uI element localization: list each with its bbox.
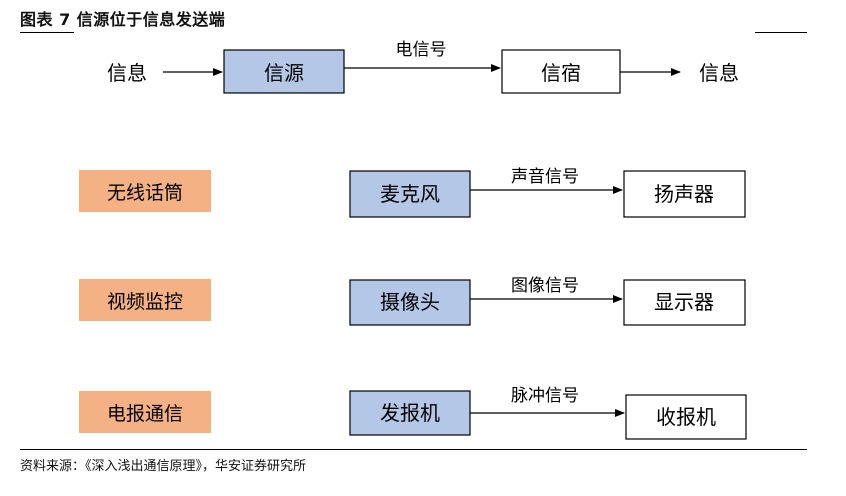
header-rule-right: [755, 32, 807, 33]
device-label-1: 麦克风: [380, 182, 440, 206]
receiver-label-3: 收报机: [656, 405, 716, 429]
source-note: 资料来源：《深入浅出通信原理》，华安证券研究所: [20, 459, 307, 474]
device-box-1: [349, 170, 471, 218]
device-label-2: 摄像头: [380, 290, 440, 314]
signal-label-3: 脉冲信号: [511, 386, 579, 406]
source-box-label: 信源: [264, 61, 304, 85]
title-underline: [20, 32, 74, 33]
sink-box-label: 信宿: [541, 61, 581, 85]
example-label-1: 无线话筒: [107, 182, 183, 204]
signal-label-2: 图像信号: [511, 276, 579, 296]
channel-label: 电信号: [396, 40, 447, 60]
example-label-3: 电报通信: [107, 403, 183, 425]
example-box-3: [79, 391, 211, 433]
receiver-label-2: 显示器: [654, 290, 714, 314]
receiver-box-2: [623, 279, 746, 326]
source-box: [223, 49, 345, 94]
example-label-2: 视频监控: [107, 291, 183, 313]
receiver-label-1: 扬声器: [654, 182, 714, 206]
top-output-label: 信息: [699, 61, 739, 85]
example-box-2: [79, 279, 211, 321]
receiver-box-3: [625, 394, 747, 440]
signal-label-1: 声音信号: [511, 167, 579, 187]
device-box-2: [349, 279, 471, 326]
top-input-label: 信息: [107, 61, 147, 85]
receiver-box-1: [623, 170, 746, 218]
figure-title: 图表 7 信源位于信息发送端: [20, 10, 226, 29]
footer-rule: [20, 449, 807, 450]
device-label-3: 发报机: [380, 401, 440, 425]
sink-box: [501, 49, 621, 94]
example-box-1: [79, 170, 211, 212]
